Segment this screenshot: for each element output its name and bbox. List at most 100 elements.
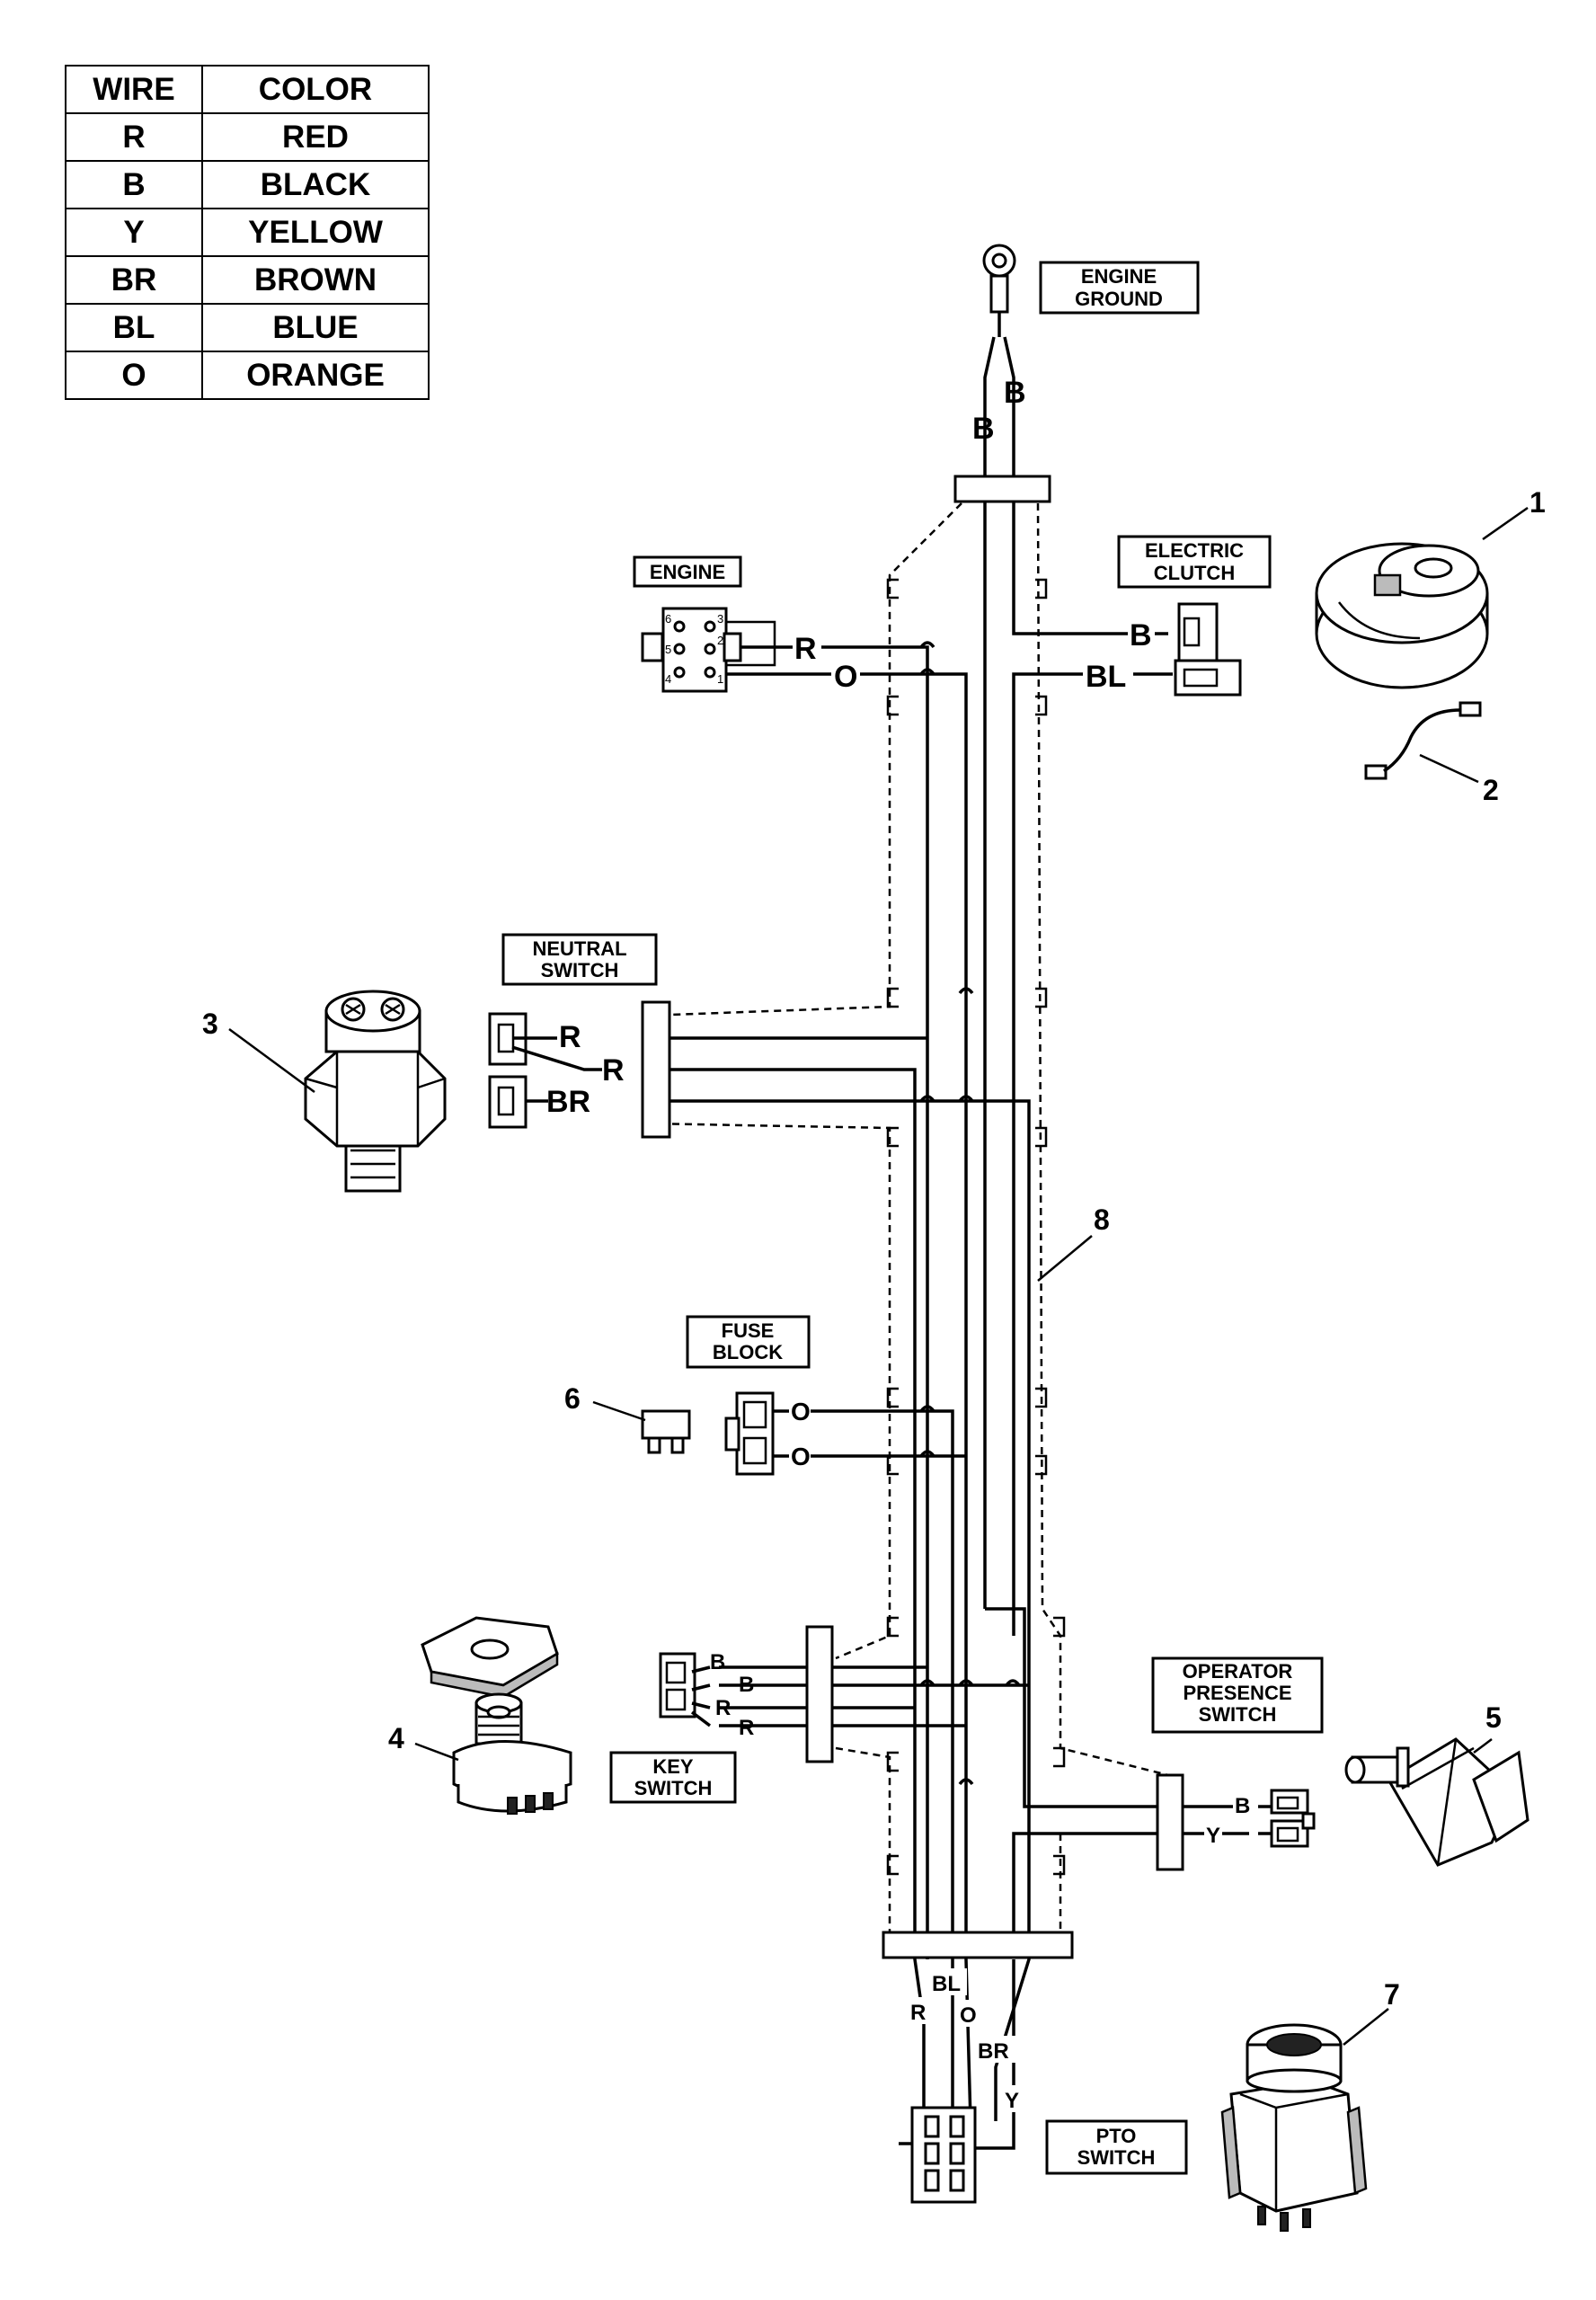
electric-clutch-connector — [1174, 602, 1242, 697]
callout-leader — [1037, 1235, 1093, 1282]
neutral-switch-sleeve — [641, 1000, 671, 1139]
engine-tag-box — [633, 555, 742, 588]
wire-label-r: R — [910, 2001, 926, 2025]
callout-6: 6 — [564, 1382, 581, 1415]
engine-ground-tag-line2: GROUND — [1075, 288, 1163, 310]
legend-row: Y YELLOW — [65, 208, 430, 257]
fuse-block-connector — [724, 1391, 775, 1476]
legend-code: R — [65, 112, 203, 162]
operator-presence-tag-box — [1151, 1656, 1324, 1734]
key-switch-illustration — [421, 1616, 572, 1815]
legend-color: YELLOW — [201, 208, 430, 257]
key-switch-connector — [659, 1652, 712, 1727]
wire-label-br: BR — [546, 1085, 590, 1119]
legend-code: Y — [65, 208, 203, 257]
key-switch-tag-line1: KEY — [652, 1755, 694, 1778]
wire-label-br: BR — [978, 2039, 1009, 2064]
neutral-switch-tag-line2: SWITCH — [541, 959, 619, 981]
wire-label-r: R — [794, 632, 817, 666]
wire-label-b: B — [1235, 1794, 1250, 1818]
fuse-block-tag-line2: BLOCK — [713, 1341, 783, 1363]
fuse-block-tag-box — [686, 1315, 811, 1369]
engine-connector: 6 3 5 2 4 1 — [641, 607, 776, 693]
harness-clips — [886, 578, 1066, 1876]
wire-label-r: R — [739, 1716, 754, 1740]
operator-presence-tag-line1: OPERATOR — [1183, 1660, 1293, 1683]
engine-pin-label: 6 — [665, 612, 671, 626]
engine-pin-label: 3 — [717, 612, 723, 626]
engine-tag: ENGINE — [650, 561, 725, 583]
engine-ground-tag-line1: ENGINE — [1081, 265, 1157, 288]
wire-label-y: Y — [1206, 1824, 1220, 1848]
wire-label-y: Y — [1005, 2089, 1019, 2113]
engine-pin-label: 4 — [665, 672, 671, 686]
legend-row: R RED — [65, 112, 430, 162]
operator-presence-sleeve — [1156, 1773, 1184, 1871]
engine-pin-label: 1 — [717, 672, 723, 686]
callout-5: 5 — [1485, 1701, 1502, 1734]
legend-header-wire: WIRE — [65, 65, 203, 114]
operator-presence-connector — [1270, 1789, 1316, 1848]
wire-label-r: R — [715, 1696, 731, 1720]
neutral-switch-connectors — [488, 1012, 602, 1129]
electric-clutch-tag-line2: CLUTCH — [1154, 562, 1235, 584]
legend-color: BROWN — [201, 255, 430, 305]
callout-leader — [228, 1027, 315, 1094]
callout-leader — [1482, 506, 1529, 541]
wire-crossovers — [919, 641, 1021, 1786]
legend-color: BLUE — [201, 303, 430, 352]
legend-code: B — [65, 160, 203, 209]
pto-switch-tag-line1: PTO — [1096, 2125, 1137, 2147]
key-switch-sleeve — [805, 1625, 834, 1763]
wire-label-r: R — [602, 1053, 625, 1088]
wire-label-o: O — [960, 2003, 977, 2028]
wire-label-o: O — [834, 660, 857, 694]
legend-color: BLACK — [201, 160, 430, 209]
engine-pin-label: 2 — [717, 634, 723, 647]
callout-3: 3 — [202, 1008, 218, 1040]
legend-header-color: COLOR — [201, 65, 430, 114]
electric-clutch-illustration — [1315, 542, 1489, 689]
callout-4: 4 — [388, 1722, 404, 1754]
callout-1: 1 — [1530, 486, 1546, 519]
legend-header: WIRE COLOR — [65, 65, 430, 114]
fuse-block-tag-line1: FUSE — [722, 1319, 775, 1342]
key-switch-tag-line2: SWITCH — [634, 1777, 713, 1799]
legend-code: O — [65, 351, 203, 400]
wire-label-b: B — [972, 412, 995, 446]
wire-label-r: R — [559, 1020, 581, 1054]
neutral-switch-illustration — [304, 990, 447, 1193]
legend-code: BL — [65, 303, 203, 352]
legend-row: B BLACK — [65, 160, 430, 209]
wire-color-legend: WIRE COLOR R RED B BLACK Y YELLOW BR BRO… — [65, 65, 430, 400]
wire-label-bl: BL — [1086, 660, 1126, 694]
pto-switch-illustration — [1220, 2023, 1368, 2232]
neutral-switch-tag-line1: NEUTRAL — [532, 937, 626, 960]
engine-ground-terminal — [982, 244, 1016, 314]
electric-clutch-tag-box — [1117, 535, 1272, 589]
wire-label-bl: BL — [932, 1972, 961, 1996]
wire-label-b: B — [1130, 618, 1152, 653]
wire-label-o: O — [791, 1398, 811, 1425]
fuse-illustration — [641, 1409, 691, 1454]
legend-row: BL BLUE — [65, 303, 430, 352]
electric-clutch-tag-line1: ELECTRIC — [1145, 539, 1244, 562]
clutch-jumper-harness — [1364, 701, 1482, 780]
callout-leader — [1343, 2008, 1389, 2046]
pto-connector — [910, 2106, 977, 2204]
operator-presence-tag-line3: SWITCH — [1199, 1703, 1277, 1726]
callout-2: 2 — [1483, 774, 1499, 806]
callout-8: 8 — [1094, 1203, 1110, 1236]
legend-code: BR — [65, 255, 203, 305]
legend-row: BR BROWN — [65, 255, 430, 305]
neutral-switch-tag-box — [501, 933, 658, 986]
wire-label-b: B — [710, 1650, 725, 1674]
callout-leader — [1473, 1738, 1493, 1754]
legend-color: ORANGE — [201, 351, 430, 400]
bottom-harness-sleeve — [882, 1931, 1074, 1959]
key-switch-tag-box — [609, 1751, 737, 1804]
wire-label-b: B — [1004, 376, 1026, 410]
engine-pin-label: 5 — [665, 643, 671, 656]
callout-leader — [592, 1400, 646, 1422]
